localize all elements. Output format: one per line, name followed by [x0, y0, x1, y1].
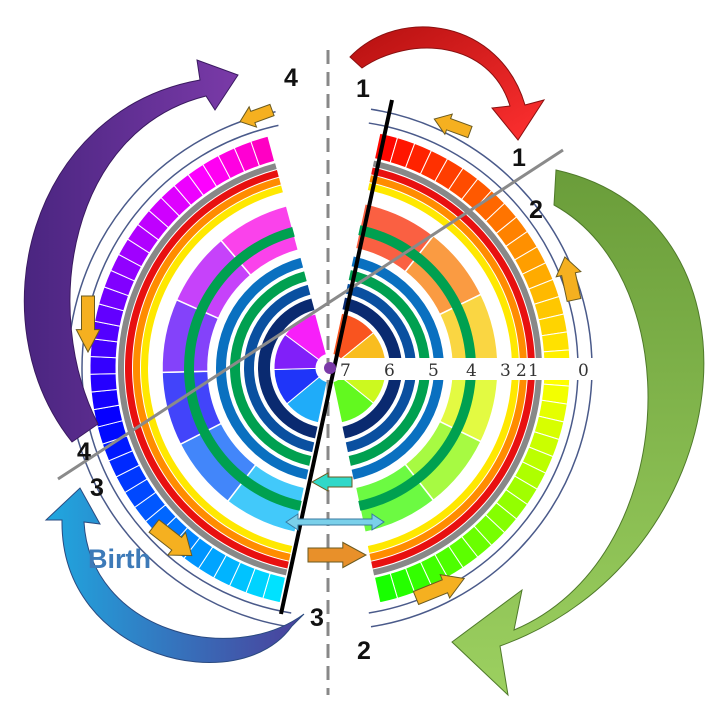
red-curved-arrow-icon: [349, 26, 546, 141]
inner-band: [244, 284, 315, 453]
scale-bar-background: [335, 358, 593, 380]
scale-label: 5: [428, 361, 439, 381]
outer-color-segment: [540, 331, 570, 353]
inner-band: [342, 297, 402, 439]
green-curved-arrow-icon: [451, 169, 705, 697]
outer-color-segment: [250, 135, 276, 167]
orange-arrow-icon: [412, 573, 466, 606]
color-rings: [89, 132, 571, 604]
orange-arrow-icon: [148, 518, 193, 557]
label-right-1: 1: [512, 144, 526, 172]
outer-color-segment: [89, 355, 117, 375]
center-hub: [324, 362, 336, 374]
cyan-arrow-icon: [310, 472, 353, 492]
label-bottom-2: 2: [357, 637, 371, 665]
inner-band: [230, 271, 312, 466]
label-left-4: 4: [77, 438, 91, 466]
blue-curved-arrow-icon: [44, 487, 305, 664]
inner-band: [345, 283, 416, 453]
outer-color-segment: [373, 572, 399, 604]
scale-label: 3: [500, 361, 511, 381]
scale-label: 2: [516, 361, 527, 381]
outer-color-segment: [89, 373, 118, 393]
purple-curved-arrow-icon: [23, 59, 239, 443]
scale-label: 1: [528, 361, 539, 381]
inner-band: [215, 257, 309, 480]
inner-band: [348, 270, 430, 466]
scale-label: 4: [466, 361, 477, 381]
black-dividing-line: [279, 99, 394, 615]
label-left-3: 3: [90, 474, 104, 502]
orange-arrow-icon: [239, 103, 275, 128]
label-top-1: 1: [356, 75, 370, 103]
orange-arrow-icon: [555, 256, 582, 303]
orange-arrow-icon: [433, 113, 473, 139]
orange-arrow-icon: [75, 295, 101, 354]
orange-arrow-icon: [307, 541, 368, 569]
label-birth: Birth: [88, 544, 151, 574]
label-top-4: 4: [284, 64, 298, 92]
label-bottom-3: 3: [310, 604, 324, 632]
inner-band: [351, 256, 444, 480]
diagonal-axis-line: [57, 148, 564, 481]
double-arrow-icon: [285, 513, 385, 531]
label-right-2: 2: [529, 196, 543, 224]
outer-ring-arc: [81, 124, 292, 614]
green-band: [184, 226, 302, 511]
green-band: [358, 225, 476, 511]
direction-arrows: [75, 103, 582, 606]
inner-band: [258, 298, 318, 439]
scale-label: 0: [578, 361, 589, 381]
scale-label: 6: [384, 361, 395, 381]
scale-label: 7: [340, 361, 351, 381]
